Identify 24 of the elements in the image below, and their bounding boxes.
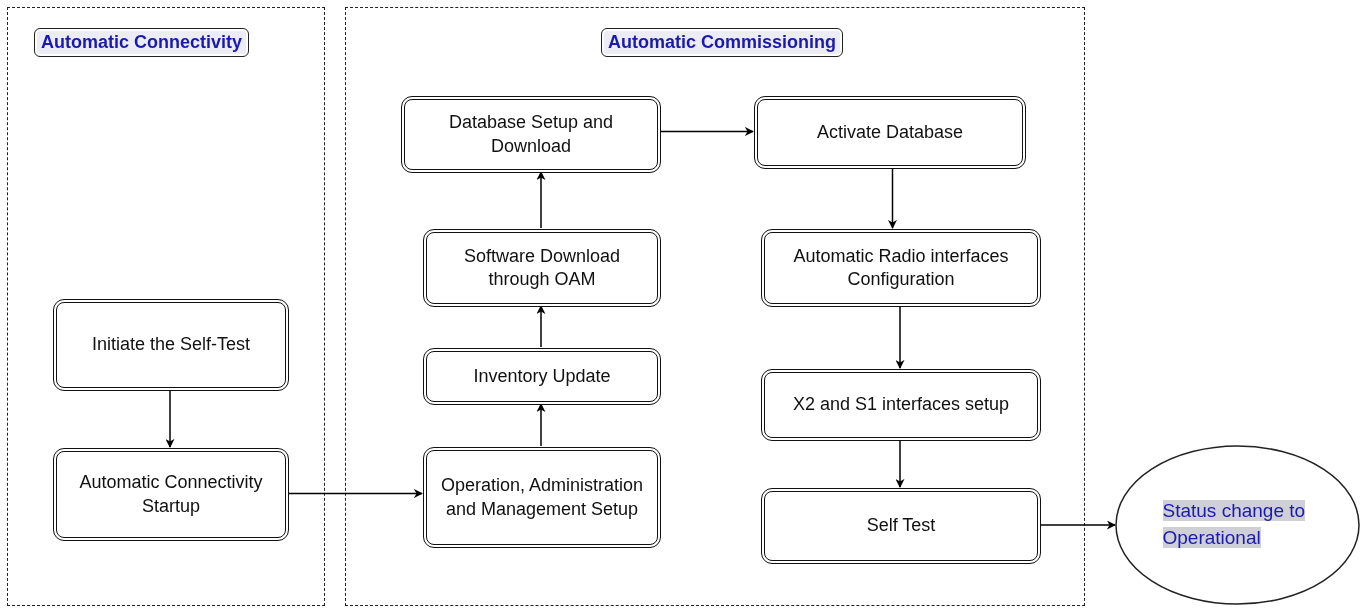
process-box: Operation, Administration and Management Setup [423, 447, 661, 548]
arrow [536, 171, 546, 229]
process-box: Automatic Radio interfaces Configuration [761, 229, 1041, 307]
process-box: Self Test [761, 488, 1041, 564]
process-box: Database Setup and Download [401, 96, 661, 173]
group-heading: Automatic Connectivity [34, 28, 250, 57]
arrow [536, 305, 546, 348]
group-heading: Automatic Commissioning [601, 28, 843, 57]
process-box: Inventory Update [423, 348, 661, 405]
process-box: Automatic Connectivity Startup [53, 448, 289, 541]
arrow [165, 389, 175, 448]
arrow [659, 127, 754, 136]
process-box: Initiate the Self-Test [53, 299, 289, 391]
arrow [895, 439, 905, 488]
dashed-group-frame [345, 7, 1085, 606]
process-box: X2 and S1 interfaces setup [761, 369, 1041, 441]
arrow [895, 305, 905, 369]
arrow [536, 403, 546, 447]
arrow [287, 489, 423, 498]
process-box: Activate Database [754, 96, 1026, 169]
arrow [888, 167, 897, 229]
process-box: Software Download through OAM [423, 229, 661, 307]
arrow [1039, 520, 1116, 530]
dashed-group-frame [7, 7, 325, 606]
